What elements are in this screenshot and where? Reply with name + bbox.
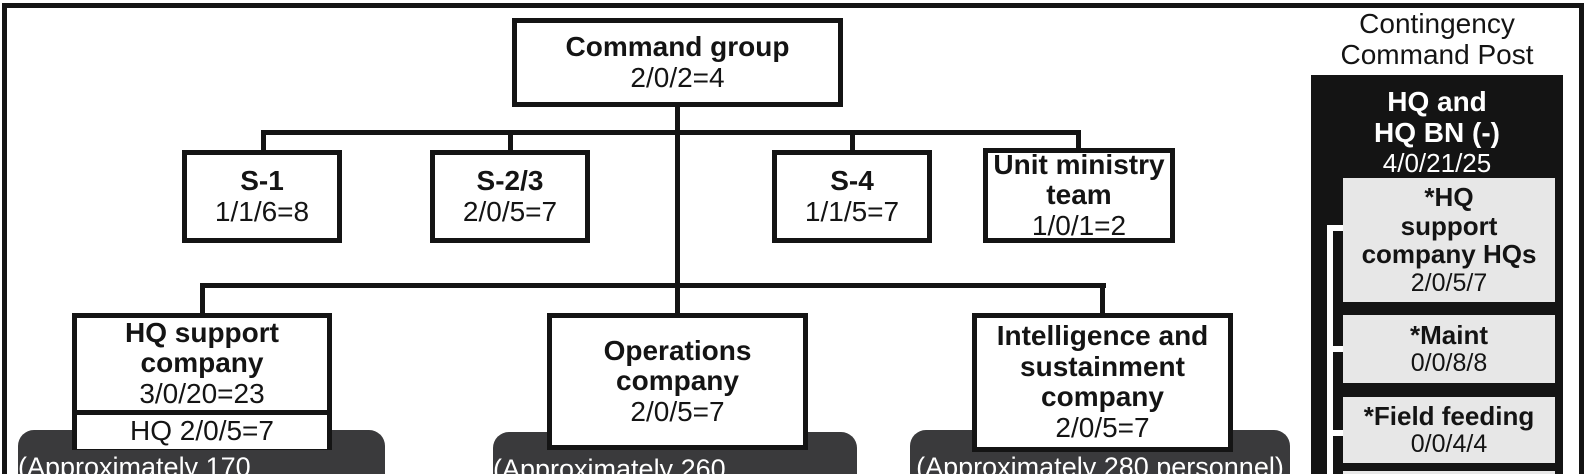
unit-box-s23: S-2/3 2/0/5=7 <box>430 150 590 243</box>
unit-name: Intelligence and sustainment company <box>996 320 1209 412</box>
personnel-note-text: (Approximately 170 personnel) <box>18 452 251 474</box>
panel-unit-hq-support-company-hqs: *HQ support company HQs 2/0/5/7 <box>1343 178 1555 302</box>
unit-box-intelligence-sustainment-company: Intelligence and sustainment company 2/0… <box>972 313 1233 452</box>
unit-name: Operations company <box>603 334 752 396</box>
unit-box-s4: S-4 1/1/5=7 <box>772 150 932 243</box>
panel-unit-name: *Field feeding <box>1363 400 1535 431</box>
personnel-note-text: (Approximately 260 personnel) <box>493 454 726 474</box>
unit-strength: 2/0/5=7 <box>630 396 725 428</box>
panel-header-name: HQ and HQ BN (-) <box>1374 86 1500 148</box>
panel-unit-name: *HQ support company HQs <box>1361 182 1537 270</box>
panel-unit-maint: *Maint 0/0/8/8 <box>1343 315 1555 383</box>
panel-unit-cutoff <box>1343 471 1555 474</box>
unit-box-hq-support-company: HQ support company 3/0/20=23 HQ 2/0/5=7 <box>72 313 332 450</box>
personnel-note-text: (Approximately 280 personnel) <box>916 452 1284 474</box>
unit-strength: 1/0/1=2 <box>1031 210 1127 242</box>
unit-name: S-1 <box>240 164 284 196</box>
panel-unit-strength: 2/0/5/7 <box>1410 268 1488 297</box>
unit-strength: 3/0/20=23 <box>139 378 265 410</box>
unit-box-s1: S-1 1/1/6=8 <box>182 150 342 243</box>
unit-name: HQ support company <box>125 317 279 379</box>
unit-name: Unit ministry team <box>993 148 1165 210</box>
unit-name: Command group <box>565 30 790 62</box>
panel-header: HQ and HQ BN (-) 4/0/21/25 <box>1311 86 1563 178</box>
bracket-tick <box>1327 430 1344 436</box>
bracket-tick <box>1327 346 1344 352</box>
unit-box-operations-company: Operations company 2/0/5=7 <box>547 313 808 450</box>
connector-stub-s1 <box>261 130 266 153</box>
panel-unit-strength: 0/0/8/8 <box>1410 349 1488 378</box>
connector-stub-s23 <box>508 130 513 153</box>
unit-strength: 1/1/5=7 <box>804 195 900 227</box>
unit-strength: 2/0/5=7 <box>1055 412 1150 444</box>
hq-sub-strength: HQ 2/0/5=7 <box>77 409 327 449</box>
panel-header-strength: 4/0/21/25 <box>1382 147 1492 178</box>
connector-command-trunk <box>675 105 680 288</box>
unit-name: S-2/3 <box>476 164 544 196</box>
connector-stub-ops-company <box>675 283 680 315</box>
unit-strength: 2/0/2=4 <box>630 61 725 93</box>
panel-unit-field-feeding: *Field feeding 0/0/4/4 <box>1343 397 1555 463</box>
connector-stub-s4 <box>850 130 855 153</box>
connector-company-bus <box>200 283 1106 288</box>
connector-staff-bus <box>261 130 1081 135</box>
panel-unit-name: *Maint <box>1410 319 1488 350</box>
unit-name: S-4 <box>830 164 874 196</box>
panel-unit-strength: 0/0/4/4 <box>1410 430 1488 459</box>
bracket-tick <box>1327 225 1344 231</box>
contingency-command-post-title: Contingency Command Post <box>1340 8 1534 71</box>
unit-box-command-group: Command group 2/0/2=4 <box>512 18 843 107</box>
connector-stub-int-company <box>1100 283 1105 315</box>
contingency-command-post-panel: HQ and HQ BN (-) 4/0/21/25 *HQ support c… <box>1311 75 1563 474</box>
connector-stub-umt <box>1076 130 1081 151</box>
unit-strength: 2/0/5=7 <box>462 195 558 227</box>
connector-stub-hq-company <box>200 283 205 315</box>
unit-strength: 1/1/6=8 <box>214 195 310 227</box>
unit-box-unit-ministry-team: Unit ministry team 1/0/1=2 <box>983 148 1175 243</box>
